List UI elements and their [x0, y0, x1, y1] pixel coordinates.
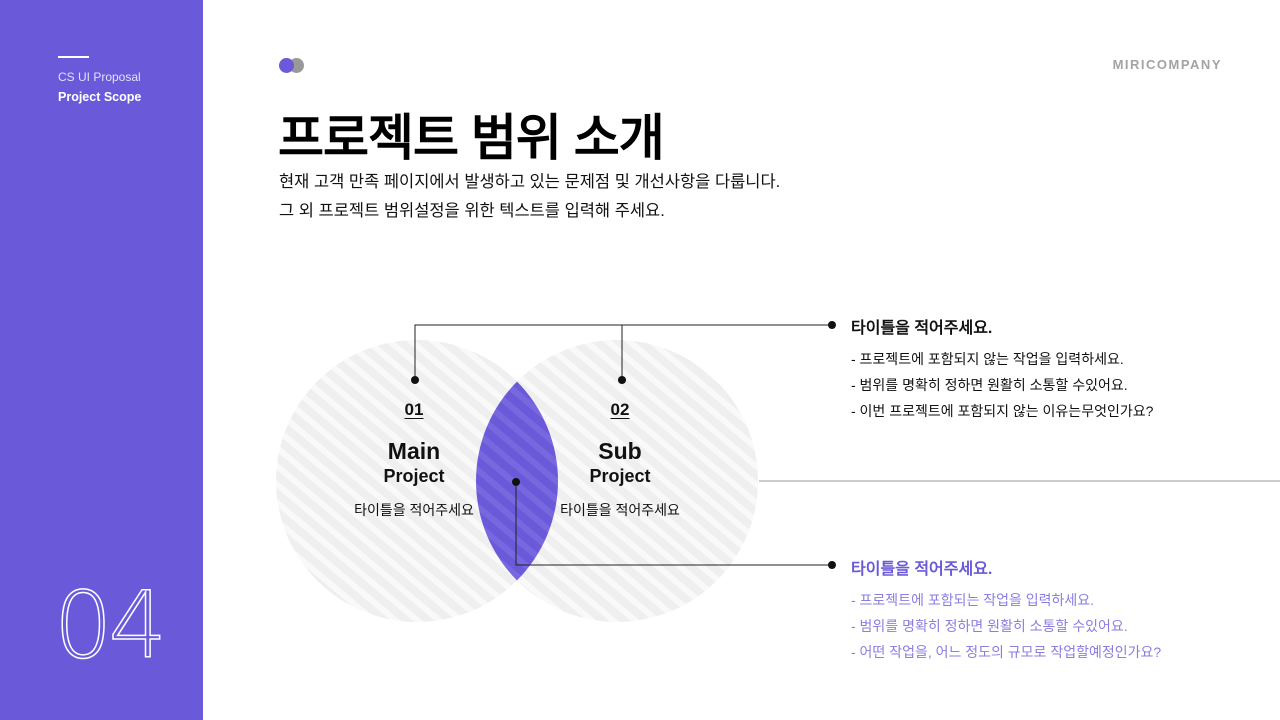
info-list: - 프로젝트에 포함되지 않는 작업을 입력하세요. - 범위를 명확히 정하면…	[851, 346, 1153, 424]
list-item: - 이번 프로젝트에 포함되지 않는 이유는무엇인가요?	[851, 403, 1154, 419]
circle-sub-title: Project	[383, 466, 445, 486]
circle-caption: 타이틀을 적어주세요	[560, 502, 680, 518]
sidebar-rule	[58, 56, 89, 58]
sidebar-label: CS UI Proposal	[58, 70, 141, 84]
main-project-label: 01 Main Project 타이틀을 적어주세요	[324, 400, 504, 520]
circle-main-title: Main	[387, 438, 441, 464]
list-item: - 어떤 작업을, 어느 정도의 규모로 작업할예정인가요?	[851, 644, 1162, 660]
connector-line-top	[414, 324, 832, 380]
main-project-circle	[276, 340, 558, 622]
connector-dot	[828, 561, 836, 569]
page-title: 프로젝트 범위 소개	[278, 110, 665, 166]
circle-caption: 타이틀을 적어주세요	[354, 502, 474, 518]
description-line: 그 외 프로젝트 범위설정을 위한 텍스트를 입력해 주세요.	[279, 202, 665, 220]
info-title: 타이틀을 적어주세요.	[851, 320, 993, 337]
circle-main-title: Sub	[598, 438, 642, 464]
list-item: - 프로젝트에 포함되는 작업을 입력하세요.	[851, 592, 1095, 608]
sidebar-title: Project Scope	[58, 90, 142, 104]
info-list: - 프로젝트에 포함되는 작업을 입력하세요. - 범위를 명확히 정하면 원활…	[851, 587, 1161, 665]
dots-icon	[279, 58, 309, 73]
info-block-included: 타이틀을 적어주세요. - 프로젝트에 포함되는 작업을 입력하세요. - 범위…	[851, 555, 1161, 665]
connector-dot	[618, 376, 626, 384]
connector-dot	[411, 376, 419, 384]
brand-logo: MIRICOMPANY	[1112, 57, 1222, 72]
purple-dot	[279, 58, 294, 73]
sidebar: CS UI Proposal Project Scope 04	[0, 0, 203, 720]
description-line: 현재 고객 만족 페이지에서 발생하고 있는 문제점 및 개선사항을 다룹니다.	[279, 173, 781, 191]
page-number: 04	[53, 572, 168, 679]
circle-sub-title: Project	[589, 466, 651, 486]
sub-project-circle	[476, 340, 758, 622]
list-item: - 프로젝트에 포함되지 않는 작업을 입력하세요.	[851, 351, 1124, 367]
connector-dot	[828, 321, 836, 329]
sub-project-label: 02 Sub Project 타이틀을 적어주세요	[530, 400, 710, 520]
circle-number: 01	[404, 400, 424, 419]
page-description: 현재 고객 만족 페이지에서 발생하고 있는 문제점 및 개선사항을 다룹니다.…	[279, 168, 780, 226]
connector-dot	[512, 478, 520, 486]
info-title: 타이틀을 적어주세요.	[851, 561, 993, 578]
list-item: - 범위를 명확히 정하면 원활히 소통할 수있어요.	[851, 377, 1128, 393]
connector-line-bottom	[515, 482, 832, 566]
circle-number: 02	[610, 400, 630, 419]
list-item: - 범위를 명확히 정하면 원활히 소통할 수있어요.	[851, 618, 1128, 634]
info-block-excluded: 타이틀을 적어주세요. - 프로젝트에 포함되지 않는 작업을 입력하세요. -…	[851, 314, 1153, 424]
